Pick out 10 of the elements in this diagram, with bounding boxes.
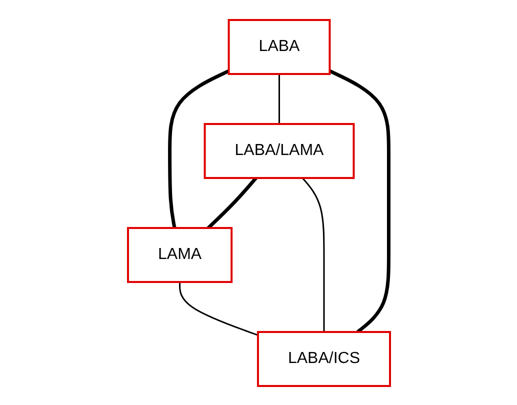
node-box: LAMA [126,226,232,282]
node-box: LABA/LAMA [203,122,354,178]
connector [328,68,390,333]
connector [301,177,324,332]
node-box: LABA/ICS [256,330,390,386]
connector [168,68,230,228]
connector [178,282,258,336]
connector [206,176,257,229]
node-box: LABA [227,18,330,74]
connector [278,74,280,124]
